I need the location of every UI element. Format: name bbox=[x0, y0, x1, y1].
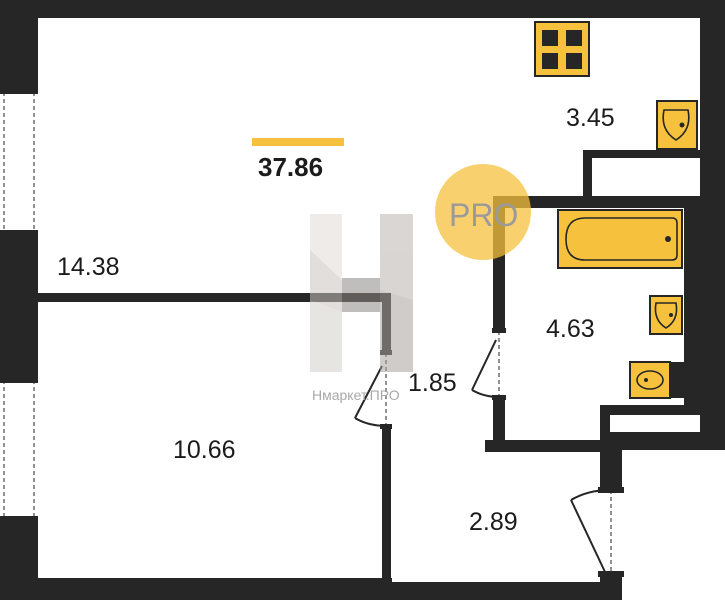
wall-bottom-right-step bbox=[600, 432, 725, 450]
wall-entry-right-low bbox=[600, 574, 622, 600]
area-label-entry: 2.89 bbox=[469, 508, 518, 536]
wall-wc-left bbox=[583, 150, 592, 198]
wall-bath-inner-step-v bbox=[600, 405, 610, 452]
window-lower bbox=[0, 377, 38, 522]
wall-bath-left-lower bbox=[493, 398, 505, 450]
window-upper bbox=[0, 88, 38, 236]
total-area-underline bbox=[252, 138, 344, 146]
wall-bath-inner-step bbox=[600, 405, 700, 415]
stove-icon bbox=[534, 21, 590, 77]
wall-bath-top bbox=[493, 196, 700, 208]
wall-bath-bottom bbox=[485, 440, 615, 452]
wall-left-top bbox=[0, 0, 38, 92]
area-label-living: 14.38 bbox=[57, 253, 120, 281]
watermark-logo-icon bbox=[310, 214, 413, 372]
toilet-icon bbox=[629, 361, 684, 399]
wall-living-bedroom bbox=[38, 293, 390, 302]
area-label-wc: 3.45 bbox=[566, 104, 615, 132]
wall-bath-inner-right bbox=[684, 208, 700, 408]
area-label-bathroom: 4.63 bbox=[546, 315, 595, 343]
pro-badge-text: PRO bbox=[449, 197, 518, 233]
area-label-hall: 1.85 bbox=[408, 369, 457, 397]
area-label-bedroom: 10.66 bbox=[173, 436, 236, 464]
door-bathroom bbox=[471, 328, 506, 400]
door-entrance bbox=[570, 487, 624, 577]
wall-bottom-left bbox=[0, 578, 392, 600]
watermark-text: Нмаркет.ПРО bbox=[312, 387, 400, 403]
wall-wc-bottom bbox=[583, 150, 700, 158]
total-area-label: 37.86 bbox=[258, 152, 323, 182]
sink-icon-bath bbox=[649, 295, 683, 335]
wall-right bbox=[700, 0, 725, 450]
wall-bedroom-hall-lower bbox=[382, 428, 391, 580]
wall-top bbox=[0, 0, 725, 18]
pro-badge: PRO bbox=[435, 164, 531, 260]
bathtub-icon bbox=[557, 209, 683, 269]
wall-bottom-right bbox=[392, 582, 622, 600]
sink-icon-wc bbox=[656, 100, 698, 150]
wall-left-middle bbox=[0, 232, 38, 380]
